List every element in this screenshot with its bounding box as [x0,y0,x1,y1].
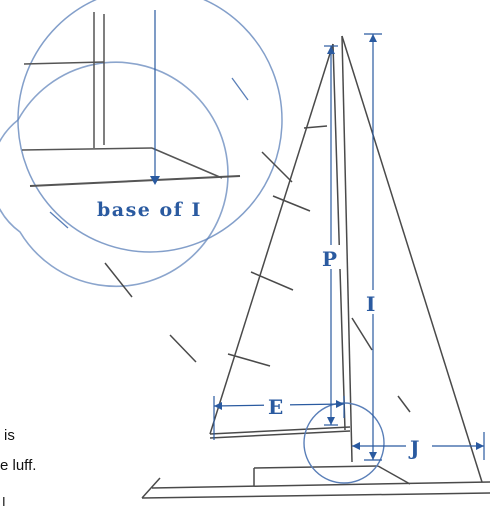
connector-dash-2 [169,334,197,363]
inset-deck-slope [151,147,223,179]
j-right-arrow [476,442,484,450]
e-right-arrow [336,400,344,408]
j-label-bg [406,434,432,458]
cabin-top [253,465,379,469]
i-label-bg [362,290,384,314]
hull-waterline [141,492,490,499]
forestay [341,35,483,483]
boom-top [209,426,351,435]
side-text-fragment-2: e luff. [0,457,37,474]
inset-i-arrowhead [150,176,160,185]
hull-deck [151,481,490,489]
e-label: E [268,395,283,419]
dimension-arrowheads [214,34,484,460]
dimension-lines [213,33,485,461]
cabin-slope [377,465,411,485]
inset-deck-top [21,147,153,151]
j-left-arrow [352,442,360,450]
inset-sketch-mark-1 [231,77,249,101]
connector-dash-1 [104,262,133,298]
inset-connector-dashes [104,151,293,363]
inset-circle [0,61,229,288]
mainsail-leech [209,43,334,435]
batten-4 [227,353,271,367]
p-top-arrow [327,46,335,54]
inset-circle-outline [17,0,283,253]
batten-1 [303,125,328,129]
hull [141,465,490,499]
batten-3 [250,271,294,291]
p-label-bg [320,245,342,269]
i-top-arrow [369,34,377,42]
inset-boom-line [23,61,105,65]
p-label: P [322,247,337,271]
forestay-line [341,35,483,483]
mainsail [209,35,353,463]
connector-dash-3 [261,151,293,183]
jib-sketch-mark [351,317,373,351]
j-label: J [408,436,419,460]
inset-deck-base [29,175,241,187]
hull-bow-slope [141,477,161,499]
batten-2 [272,195,311,212]
e-left-arrow [214,402,222,410]
i-label: I [366,292,375,316]
mast-front [332,43,346,431]
e-label-bg [264,393,290,417]
inset-sketch-mark-2 [49,211,69,229]
mast-back [341,35,353,463]
p-bottom-arrow [327,417,335,425]
base-of-i-inset [0,0,283,288]
side-text-fragment-3: I [2,494,6,509]
i-bottom-arrow [369,452,377,460]
boom-bottom [209,430,351,439]
side-text-fragment-1: is [4,427,15,444]
inset-caption: base of I [97,199,202,221]
jib-sketch-mark-2 [397,395,411,413]
